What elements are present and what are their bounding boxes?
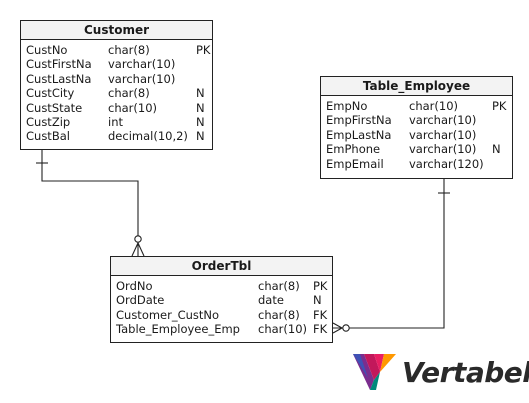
employee-col-names: EmpNo EmpFirstNa EmpLastNa EmPhone EmpEm… [326,99,392,171]
column-name: CustZip [26,114,71,129]
customer-table-title: Customer [21,21,212,40]
order-col-names: OrdNo OrdDate Customer_CustNo Table_Empl… [116,279,240,337]
column-name: EmpLastNa [326,127,392,142]
employee-table-title: Table_Employee [321,77,512,96]
column-name: Table_Employee_Emp [116,322,240,337]
column-type: char(8) [108,86,150,101]
crowfoot-marker [332,322,343,329]
column-flag: N [196,100,205,115]
column-type: date [258,293,284,308]
crowfoot-marker [137,242,145,257]
column-type: varchar(10) [409,142,477,157]
column-type: char(8) [258,307,300,322]
order-table[interactable]: OrderTbl OrdNo OrdDate Customer_CustNo T… [110,256,333,343]
column-type: varchar(10) [409,127,477,142]
column-name: EmpEmail [326,156,384,171]
customer-col-types: char(8) varchar(10) varchar(10) char(8) … [108,43,188,144]
column-type: decimal(10,2) [108,129,188,144]
column-name: OrdDate [116,293,165,308]
crowfoot-marker [332,327,343,334]
order-col-flags: PK N FK FK [313,279,327,337]
employee-order-relationship [333,179,445,329]
column-name: Customer_CustNo [116,307,220,322]
column-type: varchar(10) [409,113,477,128]
column-flag: PK [492,99,507,113]
customer-col-flags: PK N N N N [196,43,210,144]
column-type: char(10) [409,99,458,113]
vertabelo-logo-icon [353,354,396,390]
customer-col-names: CustNo CustFirstNa CustLastNa CustCity C… [26,43,92,144]
column-flag: N [196,86,205,101]
column-flag: N [196,129,205,144]
column-name: EmpNo [326,99,368,113]
column-flag: N [313,293,322,308]
column-type: char(10) [258,322,307,337]
column-type: varchar(10) [108,57,176,72]
column-type: int [108,114,123,129]
column-type: char(8) [258,279,300,293]
column-name: CustNo [26,43,68,57]
order-col-types: char(8) date char(8) char(10) [258,279,307,337]
optional-marker [134,235,142,243]
customer-table[interactable]: Customer CustNo CustFirstNa CustLastNa C… [20,20,213,150]
column-flag: N [492,142,501,157]
column-name: CustBal [26,129,70,144]
column-type: varchar(120) [409,156,484,171]
employee-table[interactable]: Table_Employee EmpNo EmpFirstNa EmpLastN… [320,76,513,179]
column-flag: PK [196,43,211,57]
column-name: CustState [26,100,83,115]
column-flag: FK [313,322,328,337]
employee-col-types: char(10) varchar(10) varchar(10) varchar… [409,99,484,171]
column-name: CustFirstNa [26,57,92,72]
crowfoot-marker [131,242,139,257]
employee-col-flags: PK N [492,99,506,171]
column-type: varchar(10) [108,71,176,86]
customer-order-relationship [41,150,139,256]
column-type: char(10) [108,100,157,115]
column-name: OrdNo [116,279,153,293]
vertabelo-wordmark: Vertabelo [402,356,529,389]
column-name: CustCity [26,86,75,101]
optional-marker [342,324,350,332]
column-name: EmPhone [326,142,381,157]
column-flag: N [196,114,205,129]
order-table-title: OrderTbl [111,257,332,276]
column-type: char(8) [108,43,150,57]
column-flag: PK [313,279,328,293]
column-name: CustLastNa [26,71,92,86]
column-name: EmpFirstNa [326,113,392,128]
column-flag: FK [313,307,328,322]
